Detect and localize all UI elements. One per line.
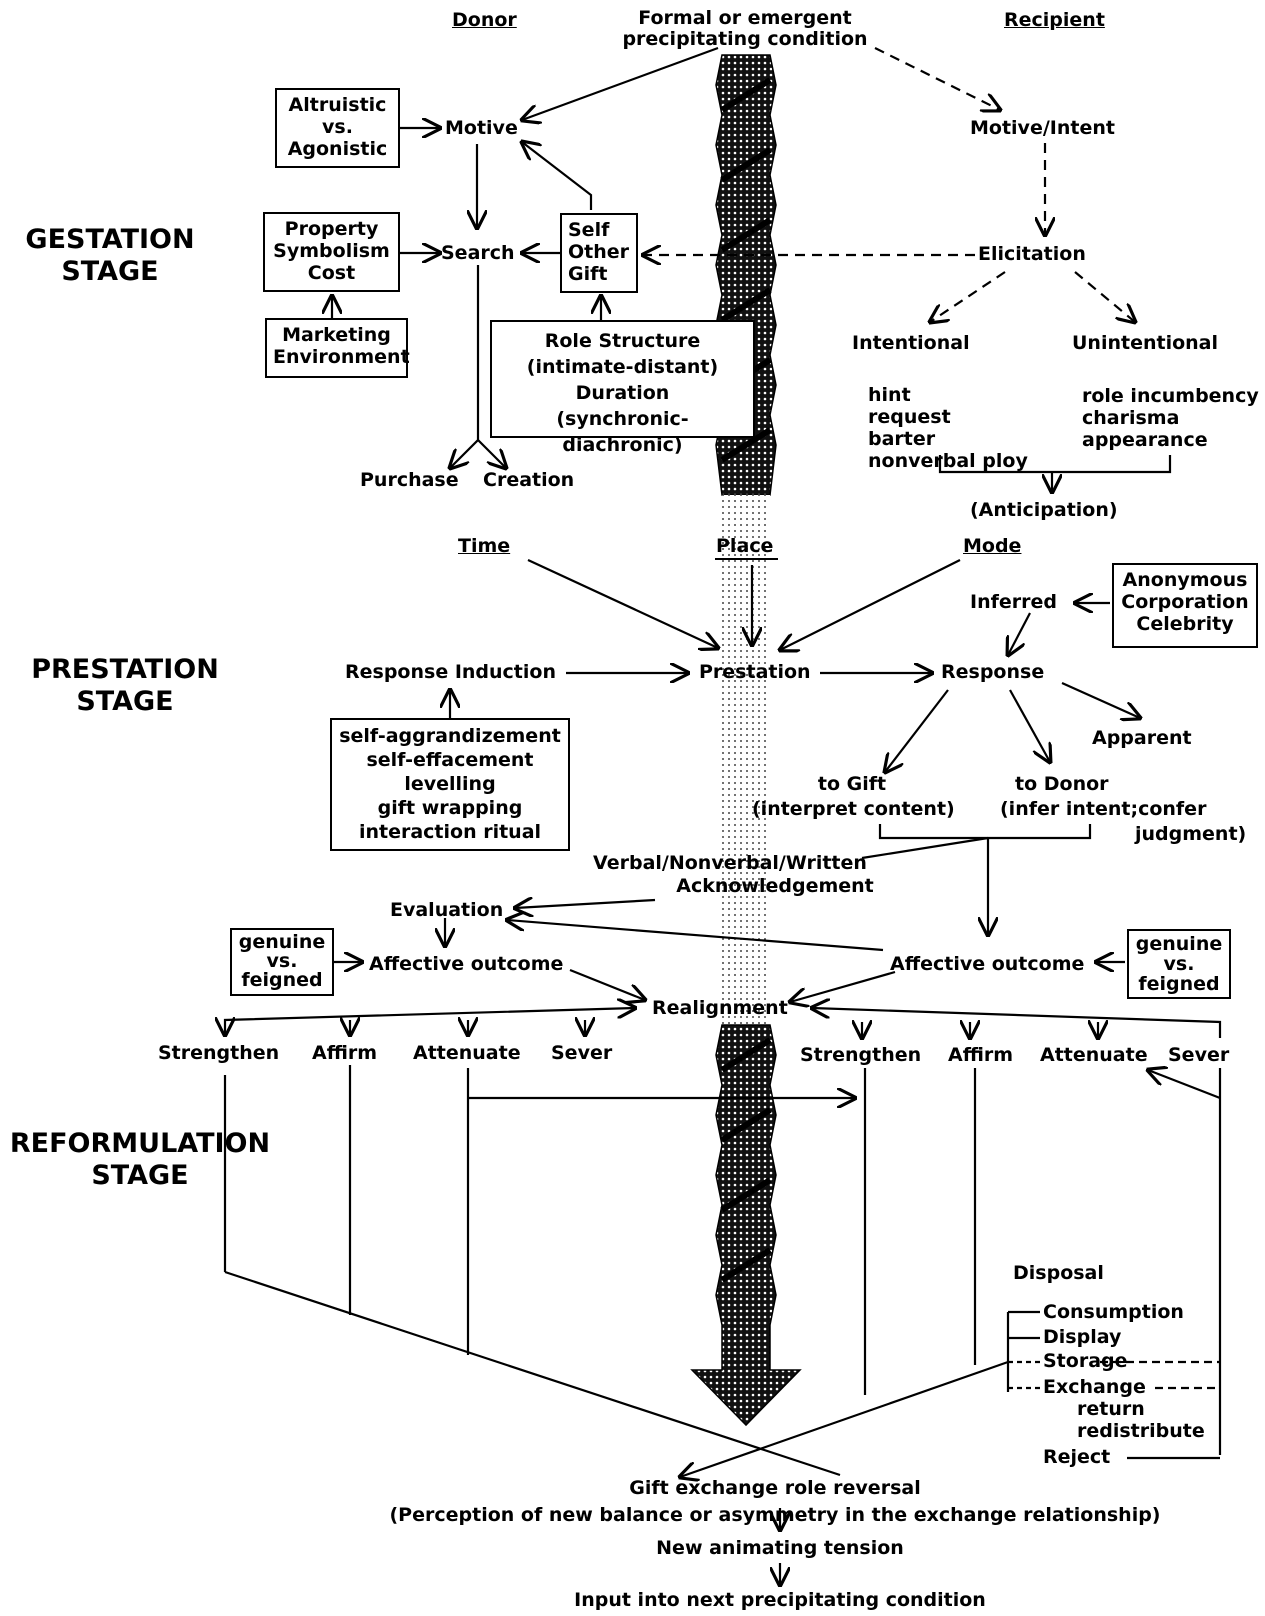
response-induction: Response Induction [345, 661, 556, 683]
search: Search [441, 242, 515, 264]
disposal: Disposal [1013, 1262, 1104, 1284]
shaft-bottom-section [690, 1024, 802, 1427]
realignment: Realignment [652, 997, 788, 1019]
disposal-redistribute: redistribute [1077, 1420, 1205, 1442]
donor-affirm: Affirm [312, 1042, 378, 1064]
disposal-return: return [1077, 1398, 1145, 1420]
recipient-strengthen: Strengthen [800, 1044, 922, 1066]
donor-motive: Motive [445, 117, 518, 139]
input-next-precipitating: Input into next precipitating condition [574, 1589, 986, 1611]
intentional: Intentional [852, 332, 970, 354]
response: Response [941, 661, 1045, 683]
disposal-storage: Storage [1043, 1350, 1128, 1372]
shaft-middle-section [722, 495, 770, 1025]
affective-outcome-right: Affective outcome [890, 953, 1085, 975]
recipient-affirm: Affirm [948, 1044, 1014, 1066]
central-shaft [690, 54, 802, 1427]
place: Place [716, 535, 774, 557]
disposal-reject: Reject [1043, 1446, 1111, 1468]
affective-outcome-left: Affective outcome [369, 953, 564, 975]
inferred: Inferred [970, 591, 1057, 613]
donor-header: Donor [452, 9, 517, 31]
disposal-consumption: Consumption [1043, 1301, 1184, 1323]
new-animating-tension: New animating tension [656, 1537, 904, 1559]
to-gift: to Gift(interpret content) [752, 773, 955, 820]
purchase: Purchase [360, 469, 459, 491]
donor-strengthen: Strengthen [158, 1042, 280, 1064]
recipient-sever: Sever [1168, 1044, 1230, 1066]
evaluation: Evaluation [390, 899, 504, 921]
disposal-exchange: Exchange [1043, 1376, 1146, 1398]
donor-sever: Sever [551, 1042, 613, 1064]
donor-attenuate: Attenuate [413, 1042, 521, 1064]
recipient-attenuate: Attenuate [1040, 1044, 1148, 1066]
time: Time [458, 535, 511, 557]
role-structure-box: Role Structure(intimate-distant)Duration… [490, 320, 755, 456]
prestation: Prestation [699, 661, 811, 683]
anticipation: (Anticipation) [970, 499, 1118, 521]
apparent: Apparent [1092, 727, 1192, 749]
creation: Creation [483, 469, 575, 491]
disposal-display: Display [1043, 1326, 1122, 1348]
recipient-motive-intent: Motive/Intent [970, 117, 1115, 139]
unintentional: Unintentional [1072, 332, 1218, 354]
recipient-header: Recipient [1004, 9, 1105, 31]
mode: Mode [963, 535, 1022, 557]
elicitation: Elicitation [978, 243, 1086, 265]
role-reversal: Gift exchange role reversal(Perception o… [389, 1477, 1161, 1526]
